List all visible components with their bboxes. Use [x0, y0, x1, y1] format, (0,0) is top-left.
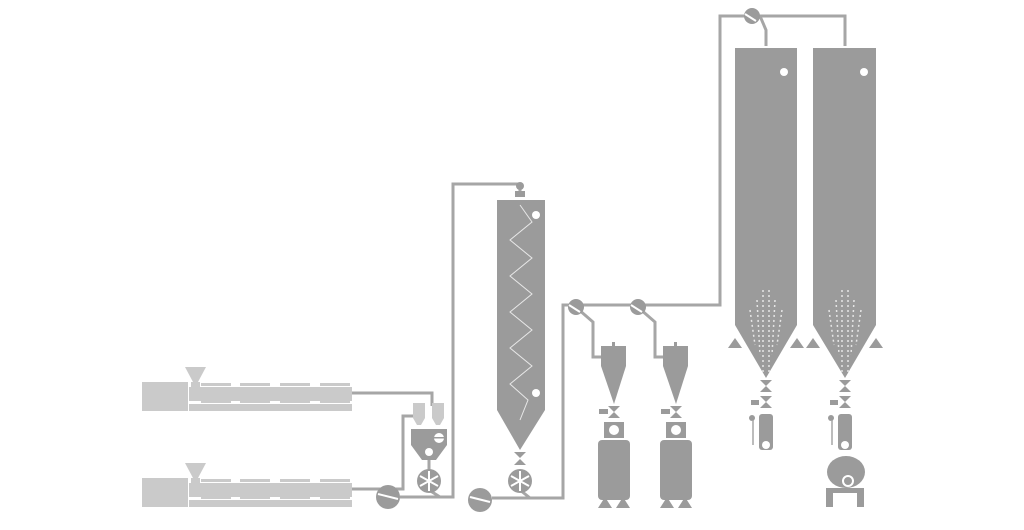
diverter-valve-2[interactable] [630, 299, 646, 315]
silo-1[interactable] [728, 48, 804, 450]
crystallizer-vessel[interactable] [497, 182, 545, 493]
pipes [352, 14, 847, 500]
mixing-hopper[interactable] [411, 403, 447, 493]
diverter-valve-1[interactable] [568, 299, 584, 315]
bag-filling-station-2[interactable] [660, 342, 692, 508]
extruder-bottom[interactable] [142, 463, 352, 507]
blower-2[interactable] [468, 488, 492, 512]
extruder-top[interactable] [142, 367, 352, 411]
blower-1[interactable] [376, 485, 400, 509]
silo-2[interactable] [806, 48, 883, 450]
diverter-valve-3[interactable] [744, 8, 760, 24]
bag-filling-station-1[interactable] [598, 342, 630, 508]
tanker-truck[interactable] [826, 456, 865, 507]
